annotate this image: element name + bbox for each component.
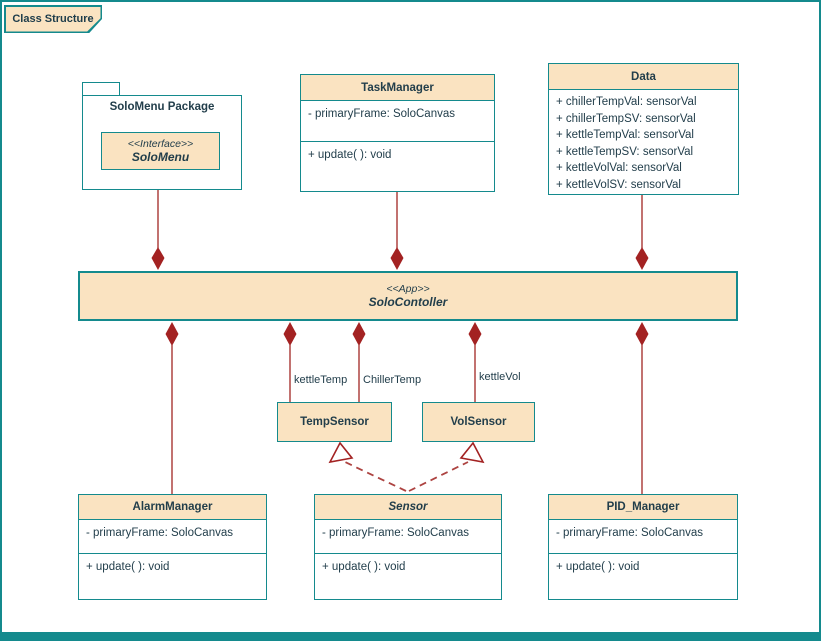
solocontroller-name: SoloContoller xyxy=(368,295,448,309)
edge-label-kettlevol: kettleVol xyxy=(479,371,521,383)
pidmanager-title: PID_Manager xyxy=(549,495,737,520)
attribute-line: - primaryFrame: SoloCanvas xyxy=(86,527,233,539)
composition-diamond xyxy=(165,322,179,346)
class-solocontroller[interactable]: <<App>> SoloContoller xyxy=(78,271,738,321)
operation-line: + update( ): void xyxy=(556,561,640,573)
solomenu-package-tab[interactable] xyxy=(82,82,120,96)
composition-diamond xyxy=(283,322,297,346)
edge-sensor-volsensor[interactable] xyxy=(408,441,485,492)
taskmanager-title: TaskManager xyxy=(301,75,494,101)
edge-data-controller[interactable] xyxy=(635,195,649,270)
alarmmanager-attributes: - primaryFrame: SoloCanvas xyxy=(79,520,266,554)
pidmanager-operations: + update( ): void xyxy=(549,554,737,598)
edge-controller-tempsensor-kettletemp[interactable] xyxy=(283,322,297,402)
sensor-attributes: - primaryFrame: SoloCanvas xyxy=(315,520,501,554)
attribute-line: + chillerTempSV: sensorVal xyxy=(556,112,696,125)
class-solomenu-interface[interactable]: <<Interface>> SoloMenu xyxy=(101,132,220,170)
solomenu-name: SoloMenu xyxy=(131,150,190,164)
realization-triangle xyxy=(459,441,485,464)
composition-diamond xyxy=(390,247,404,270)
attribute-line: + kettleVolSV: sensorVal xyxy=(556,178,681,191)
pidmanager-attributes: - primaryFrame: SoloCanvas xyxy=(549,520,737,554)
edge-controller-volsensor-kettlevol[interactable] xyxy=(468,322,482,402)
edge-label-kettletemp: kettleTemp xyxy=(294,374,348,386)
class-volsensor[interactable]: VolSensor xyxy=(422,402,535,442)
operation-line: + update( ): void xyxy=(86,561,170,573)
alarmmanager-title: AlarmManager xyxy=(79,495,266,520)
operation-line: + update( ): void xyxy=(322,561,406,573)
taskmanager-operations: + update( ): void xyxy=(301,142,494,190)
taskmanager-attributes: - primaryFrame: SoloCanvas xyxy=(301,101,494,142)
attribute-line: + kettleVolVal: sensorVal xyxy=(556,162,682,174)
solomenu-stereotype: <<Interface>> xyxy=(127,138,194,150)
composition-diamond xyxy=(151,247,165,270)
attribute-line: + kettleTempSV: sensorVal xyxy=(556,145,694,158)
edge-sensor-tempsensor[interactable] xyxy=(328,441,407,492)
attribute-line: + chillerTempVal: sensorVal xyxy=(556,96,697,108)
sensor-title: Sensor xyxy=(315,495,501,520)
class-data[interactable]: Data + chillerTempVal: sensorVal + chill… xyxy=(548,63,739,195)
class-alarmmanager[interactable]: AlarmManager - primaryFrame: SoloCanvas … xyxy=(78,494,267,600)
diagram-tab-label: Class Structure xyxy=(5,6,101,32)
volsensor-title: VolSensor xyxy=(450,416,507,428)
class-tempsensor[interactable]: TempSensor xyxy=(277,402,392,442)
diagram-tab[interactable]: Class Structure xyxy=(4,5,102,33)
alarmmanager-operations: + update( ): void xyxy=(79,554,266,598)
tempsensor-title: TempSensor xyxy=(300,416,369,428)
data-attributes: + chillerTempVal: sensorVal + chillerTem… xyxy=(549,90,738,193)
composition-diamond xyxy=(468,322,482,346)
composition-diamond xyxy=(635,322,649,346)
realization-triangle xyxy=(328,441,354,464)
data-title: Data xyxy=(549,64,738,90)
attribute-line: - primaryFrame: SoloCanvas xyxy=(322,527,469,539)
edge-controller-pidmanager[interactable] xyxy=(635,322,649,494)
class-taskmanager[interactable]: TaskManager - primaryFrame: SoloCanvas +… xyxy=(300,74,495,192)
attribute-line: + kettleTempVal: sensorVal xyxy=(556,129,694,141)
edge-controller-alarmmanager[interactable] xyxy=(165,322,179,494)
class-sensor[interactable]: Sensor - primaryFrame: SoloCanvas + upda… xyxy=(314,494,502,600)
solocontroller-stereotype: <<App>> xyxy=(386,283,430,295)
solomenu-package-title: SoloMenu Package xyxy=(109,101,215,113)
composition-diamond xyxy=(352,322,366,346)
operation-line: + update( ): void xyxy=(308,149,392,161)
composition-diamond xyxy=(635,247,649,270)
sensor-operations: + update( ): void xyxy=(315,554,501,598)
edge-controller-tempsensor-chillertemp[interactable] xyxy=(352,322,366,402)
edge-label-chillertemp: ChillerTemp xyxy=(363,374,422,386)
edge-taskmanager-controller[interactable] xyxy=(390,192,404,270)
attribute-line: - primaryFrame: SoloCanvas xyxy=(308,108,455,120)
attribute-line: - primaryFrame: SoloCanvas xyxy=(556,527,703,539)
class-pidmanager[interactable]: PID_Manager - primaryFrame: SoloCanvas +… xyxy=(548,494,738,600)
